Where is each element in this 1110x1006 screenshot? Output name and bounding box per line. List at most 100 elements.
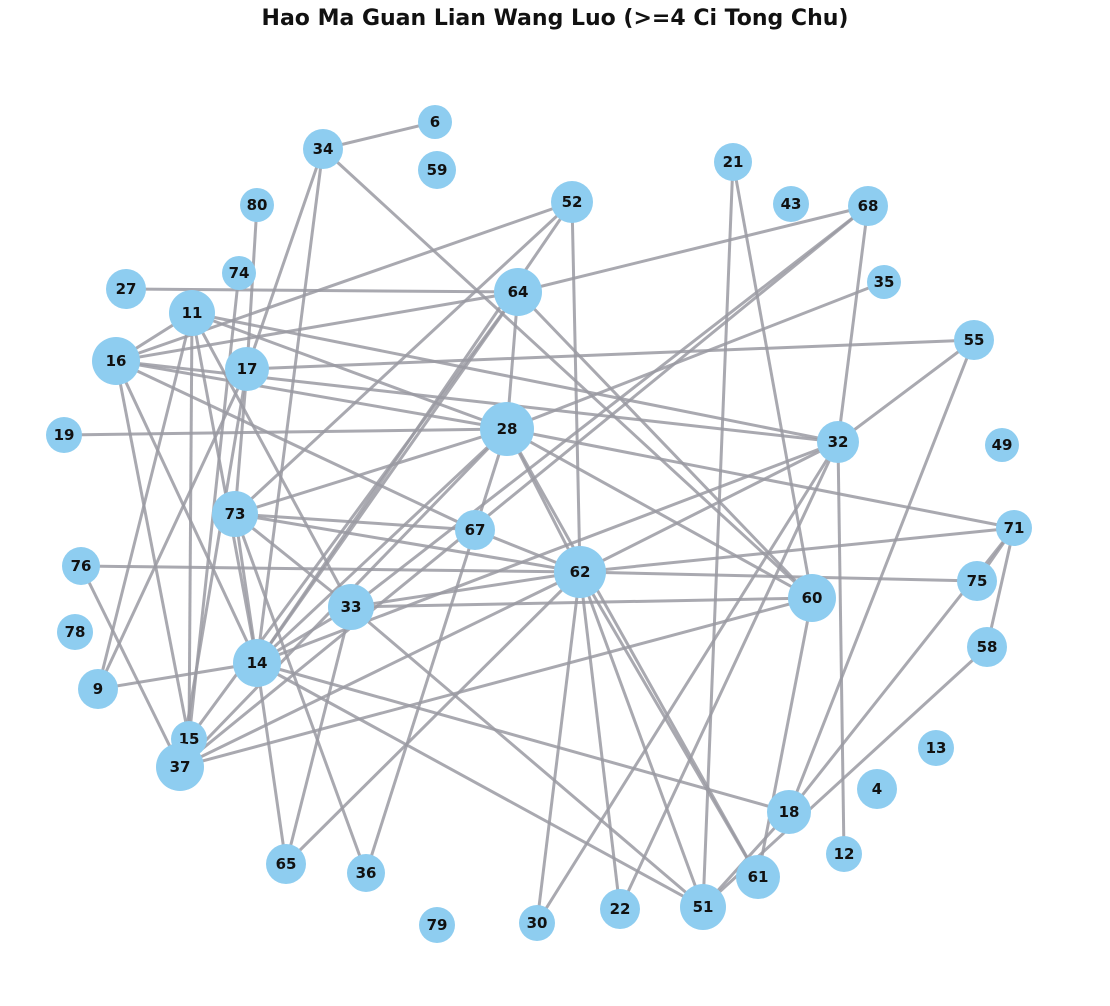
node-label-62: 62 bbox=[570, 563, 591, 581]
node-55: 55 bbox=[954, 320, 994, 360]
edge-62-33 bbox=[350, 570, 581, 609]
edge-62-65 bbox=[284, 570, 582, 866]
node-circle-43 bbox=[773, 186, 809, 222]
node-27: 27 bbox=[106, 269, 146, 309]
node-label-64: 64 bbox=[508, 283, 529, 301]
edge-16-15 bbox=[114, 360, 191, 740]
edge-28-71 bbox=[506, 427, 1015, 530]
node-circle-75 bbox=[957, 561, 997, 601]
node-circle-61 bbox=[736, 855, 780, 899]
node-60: 60 bbox=[788, 574, 836, 622]
edge-34-60 bbox=[321, 147, 814, 600]
edge-73-14 bbox=[233, 513, 259, 664]
edge-55-32 bbox=[837, 338, 975, 444]
node-circle-21 bbox=[714, 143, 752, 181]
edge-73-62 bbox=[234, 512, 581, 574]
node-label-17: 17 bbox=[237, 360, 258, 378]
node-label-37: 37 bbox=[170, 758, 191, 776]
node-circle-35 bbox=[867, 265, 901, 299]
node-label-43: 43 bbox=[781, 195, 802, 213]
edge-11-28 bbox=[191, 311, 508, 431]
node-76: 76 bbox=[62, 547, 100, 585]
edge-62-22 bbox=[578, 571, 622, 910]
node-59: 59 bbox=[418, 151, 456, 189]
node-circle-58 bbox=[967, 627, 1007, 667]
node-circle-62 bbox=[554, 546, 606, 598]
node-11: 11 bbox=[169, 290, 215, 336]
edge-14-9 bbox=[97, 661, 258, 691]
node-circle-52 bbox=[551, 181, 593, 223]
node-21: 21 bbox=[714, 143, 752, 181]
node-circle-28 bbox=[480, 402, 534, 456]
node-label-16: 16 bbox=[106, 352, 127, 370]
node-label-19: 19 bbox=[54, 426, 75, 444]
node-circle-51 bbox=[680, 884, 726, 930]
node-label-14: 14 bbox=[247, 654, 268, 672]
edge-28-14 bbox=[255, 427, 509, 665]
node-34: 34 bbox=[303, 129, 343, 169]
edge-32-12 bbox=[836, 441, 846, 855]
edge-28-60 bbox=[506, 427, 813, 600]
node-22: 22 bbox=[600, 889, 640, 929]
edge-60-33 bbox=[350, 596, 813, 609]
node-67: 67 bbox=[455, 510, 495, 550]
node-circle-73 bbox=[212, 491, 258, 537]
node-label-71: 71 bbox=[1004, 519, 1025, 537]
node-9: 9 bbox=[78, 669, 118, 709]
edge-80-17 bbox=[245, 204, 259, 370]
node-label-9: 9 bbox=[93, 680, 103, 698]
node-circle-32 bbox=[817, 421, 859, 463]
edge-33-65 bbox=[284, 606, 353, 865]
node-circle-55 bbox=[954, 320, 994, 360]
edge-35-28 bbox=[506, 280, 885, 431]
node-circle-11 bbox=[169, 290, 215, 336]
edge-68-32 bbox=[836, 205, 870, 443]
node-circle-79 bbox=[419, 907, 455, 943]
edge-76-37 bbox=[79, 565, 182, 768]
node-6: 6 bbox=[418, 105, 452, 139]
node-4: 4 bbox=[857, 769, 897, 809]
edge-62-61 bbox=[578, 571, 760, 878]
edge-68-64 bbox=[517, 204, 869, 294]
edge-21-51 bbox=[701, 161, 735, 908]
node-label-79: 79 bbox=[427, 916, 448, 934]
edge-37-60 bbox=[179, 596, 813, 769]
node-12: 12 bbox=[826, 836, 862, 872]
node-circle-74 bbox=[222, 256, 256, 290]
node-circle-59 bbox=[418, 151, 456, 189]
node-13: 13 bbox=[918, 730, 954, 766]
node-label-28: 28 bbox=[497, 420, 518, 438]
edge-11-15 bbox=[187, 312, 194, 740]
node-label-60: 60 bbox=[802, 589, 823, 607]
edge-73-67 bbox=[234, 512, 476, 532]
node-circle-65 bbox=[266, 844, 306, 884]
node-circle-60 bbox=[788, 574, 836, 622]
node-circle-17 bbox=[225, 347, 269, 391]
edge-52-73 bbox=[233, 200, 574, 516]
edge-17-73 bbox=[233, 368, 249, 515]
edge-14-18 bbox=[256, 661, 790, 814]
node-71: 71 bbox=[996, 510, 1032, 546]
node-label-67: 67 bbox=[465, 521, 486, 539]
edge-34-14 bbox=[255, 148, 325, 664]
node-label-58: 58 bbox=[977, 638, 998, 656]
node-circle-14 bbox=[233, 639, 281, 687]
node-label-61: 61 bbox=[748, 868, 769, 886]
edge-32-30 bbox=[535, 441, 840, 924]
edge-55-17 bbox=[246, 338, 975, 371]
edge-52-62 bbox=[570, 201, 582, 573]
edge-11-33 bbox=[190, 312, 353, 608]
node-75: 75 bbox=[957, 561, 997, 601]
node-circle-71 bbox=[996, 510, 1032, 546]
edge-68-33 bbox=[350, 204, 869, 609]
node-circle-36 bbox=[347, 854, 385, 892]
node-43: 43 bbox=[773, 186, 809, 222]
node-58: 58 bbox=[967, 627, 1007, 667]
edge-62-51 bbox=[578, 571, 705, 908]
node-label-30: 30 bbox=[527, 914, 548, 932]
node-79: 79 bbox=[419, 907, 455, 943]
edge-64-60 bbox=[516, 290, 814, 600]
node-19: 19 bbox=[46, 417, 82, 453]
node-51: 51 bbox=[680, 884, 726, 930]
